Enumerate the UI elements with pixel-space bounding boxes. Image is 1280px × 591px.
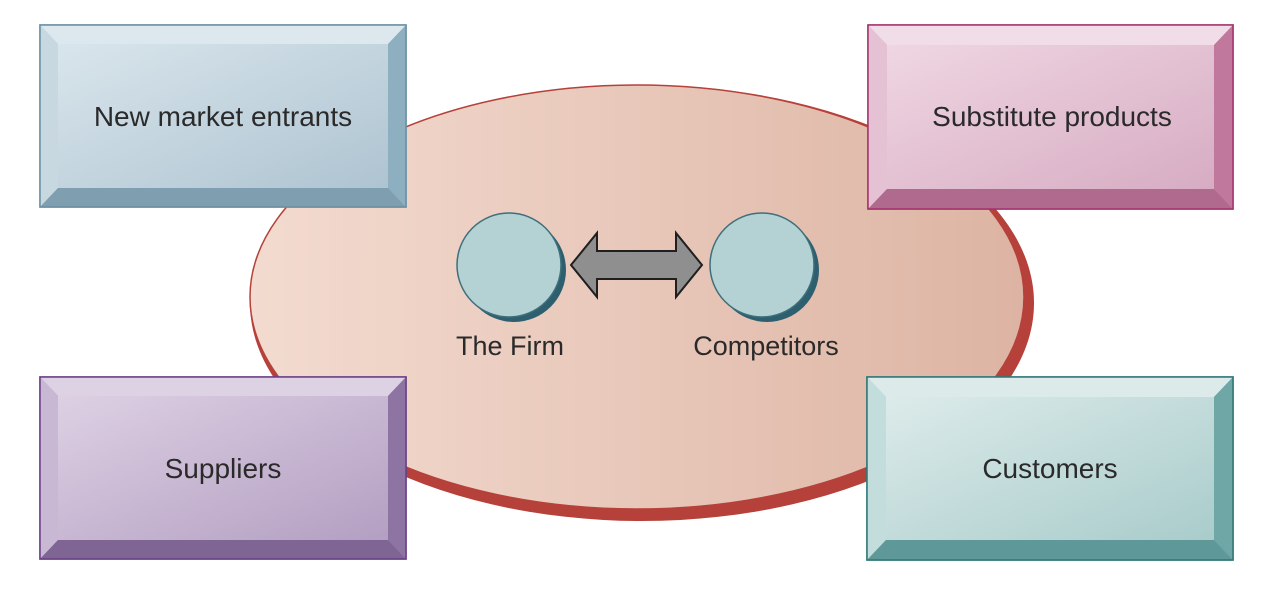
suppliers-box (39, 376, 407, 560)
industry-ellipse (249, 84, 1034, 521)
firm-node (456, 212, 566, 322)
suppliers-label: Suppliers (165, 453, 282, 484)
firm-label: The Firm (456, 331, 564, 361)
new-entrants-label: New market entrants (94, 101, 352, 132)
substitutes-box (867, 24, 1234, 210)
competitors-node (709, 212, 819, 322)
customers-label: Customers (982, 453, 1117, 484)
bidirectional-arrow-icon (569, 230, 704, 300)
new-entrants-box (39, 24, 407, 208)
customers-box (866, 376, 1234, 561)
competitors-label: Competitors (693, 331, 839, 361)
substitutes-label: Substitute products (932, 101, 1172, 132)
